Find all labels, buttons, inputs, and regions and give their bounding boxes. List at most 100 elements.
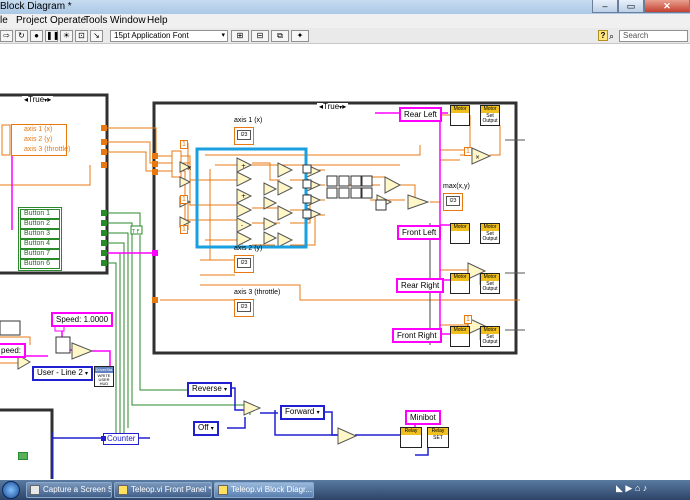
motor-label-front-right[interactable]: Front Right — [392, 328, 442, 343]
system-tray[interactable]: ◣ ▶ ⌂ ♪ — [616, 483, 648, 493]
labview-icon — [118, 485, 128, 495]
relay-vi[interactable]: Relay — [400, 427, 422, 448]
tf-constant: T F — [131, 229, 140, 235]
green-constant[interactable] — [18, 452, 28, 460]
max-indicator[interactable]: I23 — [443, 193, 463, 211]
motor-label-rear-left[interactable]: Rear Left — [399, 107, 442, 122]
close-button[interactable]: ✕ — [644, 0, 690, 13]
maximize-icon: ▭ — [626, 1, 636, 11]
numeric-constant-1[interactable]: 1 — [180, 140, 188, 149]
button-2-label: Button 2 — [20, 219, 60, 229]
retain-wire-values-icon[interactable]: ⊡ — [75, 30, 88, 42]
block-diagram-canvas[interactable]: × + + - × T F ◂T — [0, 45, 690, 479]
pause-icon[interactable]: ❚❚ — [45, 30, 60, 42]
distribute-objects-icon[interactable]: ⊟ — [251, 30, 269, 42]
minimize-icon: – — [602, 1, 608, 11]
menu-bar: le Project Operate Tools Window Help — [0, 14, 690, 28]
axis-1-label: axis 1 (x) — [234, 117, 263, 124]
motor-label-front-left[interactable]: Front Left — [397, 225, 442, 240]
axis-cluster-label-1: axis 1 (x) — [24, 126, 53, 133]
svg-text:+: + — [241, 193, 246, 200]
start-button[interactable] — [2, 481, 20, 499]
numeric-constant-3[interactable]: 1 — [180, 225, 188, 234]
button-1-label: Button 1 — [20, 209, 60, 219]
taskbar-item-front-panel[interactable]: Teleop.vi Front Panel * — [114, 482, 212, 498]
block-diagram: × + + - × T F — [0, 93, 525, 479]
axis-cluster-label-2: axis 2 (y) — [24, 136, 53, 143]
arithmetic-nodes — [17, 147, 492, 445]
motor-label-rear-right[interactable]: Rear Right — [396, 278, 445, 293]
taskbar-item-block-diagram[interactable]: Teleop.vi Block Diagr... — [214, 482, 314, 498]
numeric-constant-4[interactable]: 1 — [464, 147, 472, 156]
axis-1-indicator[interactable]: I23 — [234, 127, 254, 145]
motor-vi-rear-right[interactable]: Motor — [450, 273, 470, 294]
function-blocks — [302, 164, 387, 219]
menu-file[interactable]: le — [0, 15, 8, 26]
reverse-select[interactable]: Reverse ▾ — [187, 382, 233, 397]
axis-cluster[interactable]: axis 1 (x) axis 2 (y) axis 3 (throttle) — [11, 124, 71, 156]
green-wire-group — [104, 212, 251, 438]
lower-case-structure — [0, 408, 54, 479]
cleanup-diagram-icon[interactable]: ✦ — [291, 30, 309, 42]
font-select[interactable]: 15pt Application Font ▾ — [110, 30, 228, 42]
svg-text:-: - — [241, 222, 243, 229]
reorder-icon[interactable]: ⧉ — [271, 30, 289, 42]
axis-3-indicator[interactable]: I23 — [234, 299, 254, 317]
taskbar-item-capture[interactable]: Capture a Screen Sh... — [26, 482, 112, 498]
motor-vi-front-right[interactable]: Motor — [450, 326, 470, 347]
app-icon — [30, 485, 40, 495]
button-7-label: Button 7 — [20, 249, 60, 259]
main-case-selector[interactable]: ◂True▾▸ — [317, 102, 349, 112]
highlight-execution-icon[interactable]: ☀ — [60, 30, 73, 42]
numeric-constant-2[interactable]: 1 — [180, 195, 188, 204]
axis-cluster-label-3: axis 3 (throttle) — [24, 146, 71, 153]
menu-operate[interactable]: Operate — [50, 15, 87, 26]
svg-text:×: × — [475, 154, 480, 161]
menu-tools[interactable]: Tools — [84, 15, 108, 26]
abort-icon[interactable]: ● — [30, 30, 43, 42]
minibot-label[interactable]: Minibot — [405, 410, 441, 425]
max-label: max(x,y) — [443, 183, 470, 190]
motor-vi-rear-left[interactable]: Motor — [450, 105, 470, 126]
counter-control[interactable]: Counter — [103, 433, 140, 445]
minimize-button[interactable]: – — [592, 0, 618, 13]
left-case-selector[interactable]: ◂True▾▸ — [22, 95, 54, 105]
taskbar: Capture a Screen Sh... Teleop.vi Front P… — [0, 480, 690, 500]
motor-vi-front-left[interactable]: Motor — [450, 223, 470, 244]
write-user-hud-vi[interactable]: DriverSta WRITE USER HUD — [94, 366, 114, 387]
search-input[interactable]: Search — [619, 30, 688, 42]
run-continuously-icon[interactable]: ↻ — [15, 30, 28, 42]
svg-text:+: + — [241, 163, 246, 170]
run-arrow-icon[interactable]: ⇨ — [0, 30, 13, 42]
button-4-label: Button 4 — [20, 239, 60, 249]
axis-2-indicator[interactable]: I23 — [234, 255, 254, 273]
off-select[interactable]: Off ▾ — [193, 421, 219, 436]
window-title: Block Diagram * — [0, 1, 72, 12]
forward-select[interactable]: Forward ▾ — [280, 405, 325, 420]
menu-help[interactable]: Help — [147, 15, 168, 26]
search-icon[interactable]: ⌕ — [609, 31, 615, 41]
align-objects-icon[interactable]: ⊞ — [231, 30, 249, 42]
button-6-label: Button 6 — [20, 259, 60, 269]
button-tunnels — [101, 210, 107, 266]
user-line-select[interactable]: User - Line 2 ▾ — [32, 366, 94, 381]
chevron-down-icon: ▾ — [221, 32, 225, 39]
button-3-label: Button 3 — [20, 229, 60, 239]
numeric-constant-5[interactable]: 1 — [464, 315, 472, 324]
help-icon[interactable]: ? — [598, 30, 608, 41]
speed-label[interactable]: Speed: 1.0000 — [51, 312, 114, 327]
font-select-value: 15pt Application Font — [114, 31, 189, 40]
blue-tunnel — [101, 436, 106, 441]
step-icon[interactable]: ↘ — [90, 30, 103, 42]
speed-partial-label[interactable]: peed: — [0, 343, 27, 358]
menu-project[interactable]: Project — [16, 15, 48, 26]
title-bar[interactable]: Block Diagram * – ▭ ✕ — [0, 0, 690, 14]
maximize-button[interactable]: ▭ — [618, 0, 644, 13]
menu-window[interactable]: Window — [110, 15, 146, 26]
buttons-cluster[interactable]: Button 1 Button 2 Button 3 Button 4 Butt… — [18, 207, 62, 271]
